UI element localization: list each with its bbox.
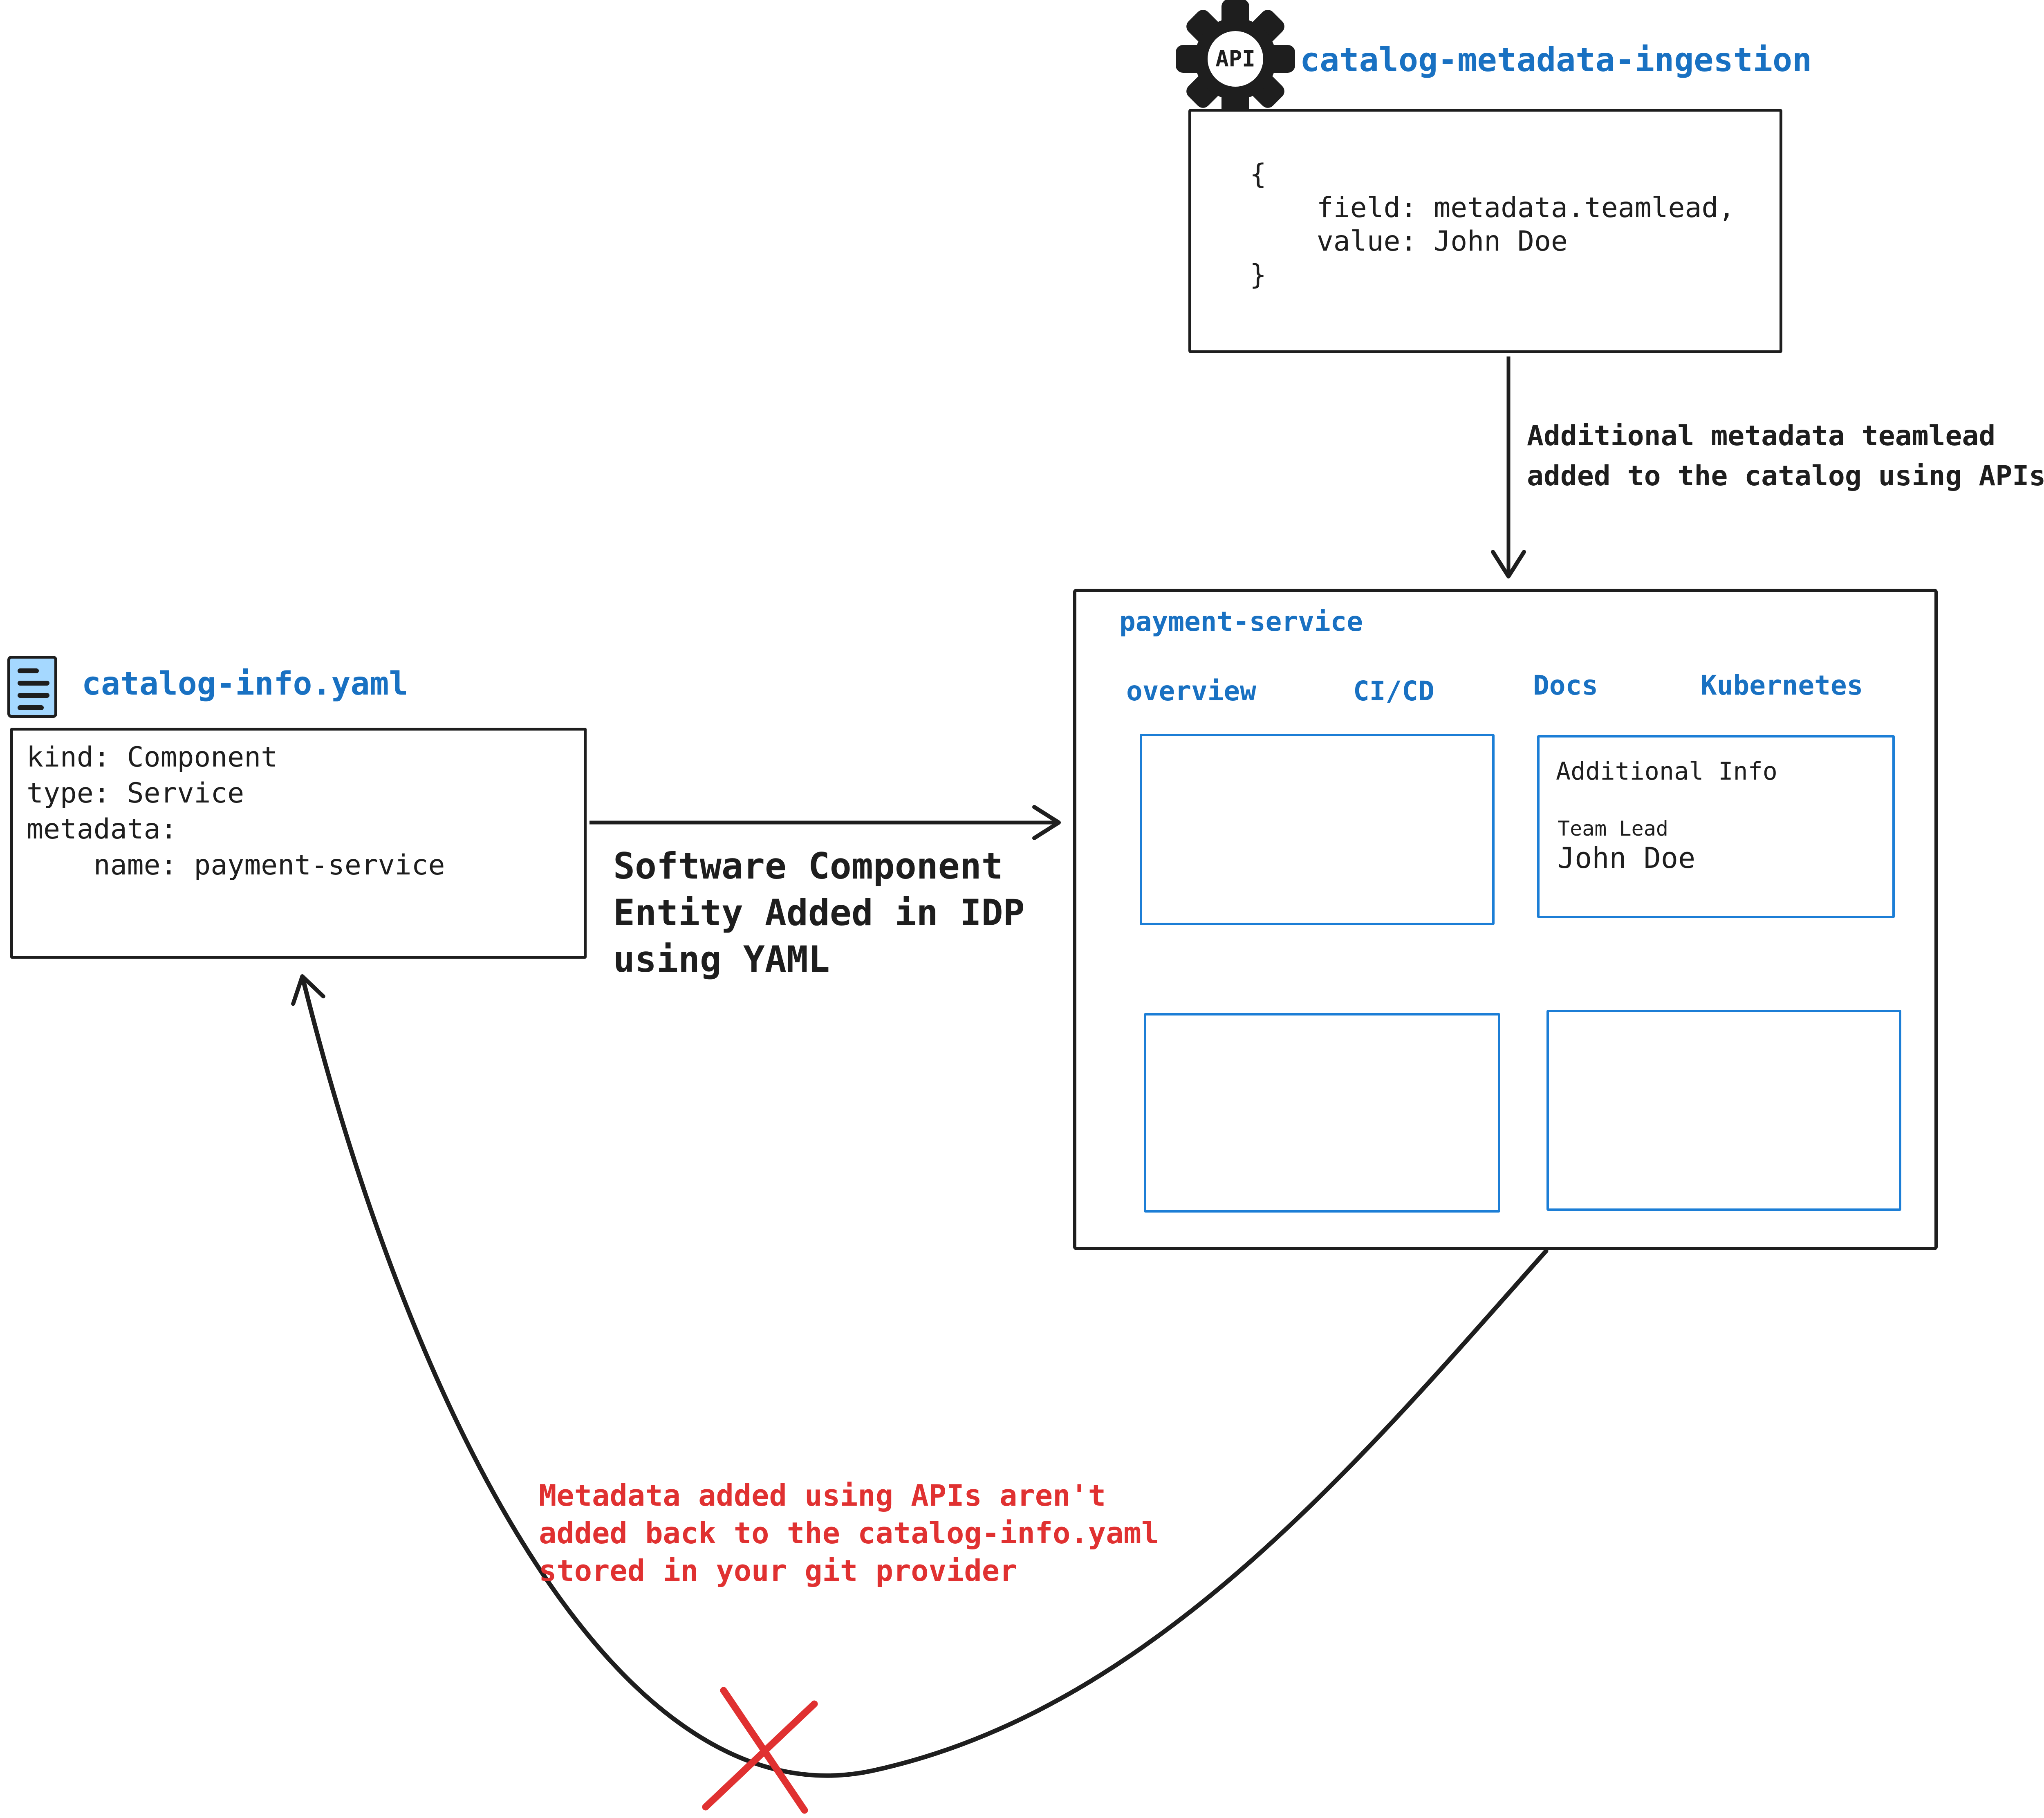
api-gear-icon: API — [1176, 0, 1295, 119]
yaml-line: type: Service — [27, 777, 244, 809]
ingest-arrow-caption: Additional metadata teamlead added to th… — [1527, 416, 2044, 496]
api-gear-label: API — [1215, 46, 1255, 72]
tab-docs: Docs — [1533, 670, 1598, 701]
yaml-content-box: kind: Component type: Service metadata: … — [10, 728, 587, 959]
caption-line: Entity Added in IDP — [613, 892, 1025, 934]
feedback-curve-arrow — [291, 974, 1549, 1778]
yaml-line: name: payment-service — [27, 849, 445, 881]
team-lead-label: Team Lead — [1558, 817, 1668, 841]
team-lead-value: John Doe — [1558, 841, 1696, 875]
feedback-warning-caption: Metadata added using APIs aren't added b… — [539, 1477, 1159, 1589]
tab-overview: overview — [1126, 675, 1256, 707]
idp-card-placeholder — [1546, 1010, 1901, 1211]
tab-kubernetes: Kubernetes — [1701, 670, 1863, 701]
caption-line: using YAML — [613, 938, 830, 980]
code-line: { — [1250, 158, 1266, 191]
warning-line: stored in your git provider — [539, 1553, 1018, 1588]
yaml-line: kind: Component — [27, 741, 278, 773]
caption-line: Software Component — [613, 845, 1003, 887]
caption-line: Additional metadata teamlead — [1527, 420, 1996, 452]
api-node-title: catalog-metadata-ingestion — [1300, 41, 1812, 79]
caption-line: added to the catalog using APIs — [1527, 460, 2044, 492]
code-line: value: John Doe — [1250, 225, 1568, 258]
yaml-file-icon — [7, 656, 57, 718]
yaml-line: metadata: — [27, 813, 177, 845]
idp-card-placeholder — [1144, 1013, 1500, 1213]
yaml-node-title: catalog-info.yaml — [82, 666, 408, 702]
idp-card-additional-info — [1537, 735, 1895, 918]
code-line: field: metadata.teamlead, — [1250, 192, 1735, 224]
tab-cicd: CI/CD — [1353, 675, 1434, 707]
idp-card-placeholder — [1140, 734, 1495, 925]
code-line: } — [1250, 259, 1266, 291]
warning-line: added back to the catalog-info.yaml — [539, 1516, 1159, 1550]
api-payload-box: { field: metadata.teamlead, value: John … — [1188, 109, 1782, 353]
additional-info-heading: Additional Info — [1556, 757, 1777, 786]
idp-window-title: payment-service — [1119, 606, 1363, 637]
yaml-arrow-caption: Software Component Entity Added in IDP u… — [613, 843, 1025, 983]
warning-line: Metadata added using APIs aren't — [539, 1478, 1106, 1513]
blocked-x-icon — [702, 1687, 818, 1814]
